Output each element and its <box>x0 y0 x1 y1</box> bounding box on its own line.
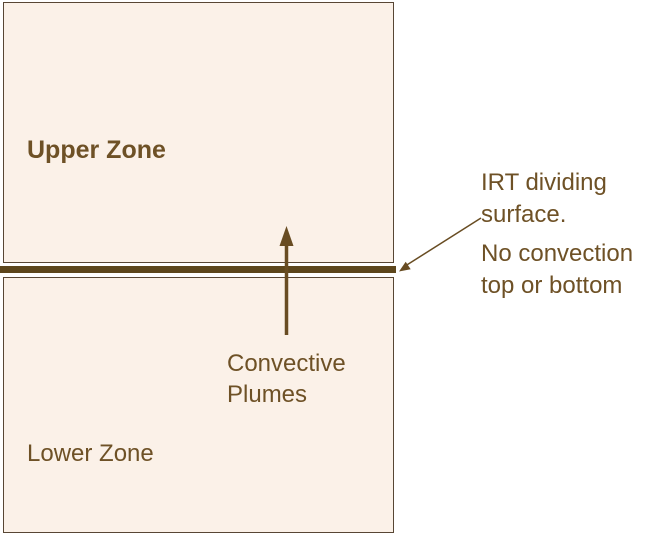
upper-zone-box <box>3 2 394 263</box>
lower-zone-box <box>3 277 394 533</box>
lower-zone-label: Lower Zone <box>27 440 154 467</box>
no-convection-label: No convection top or bottom <box>481 240 634 299</box>
irt-dividing-surface-label: IRT dividing surface. <box>481 169 607 228</box>
upper-zone-label: Upper Zone <box>27 136 166 164</box>
convective-plumes-label: Convective Plumes <box>227 350 346 408</box>
irt-dividing-surface-line <box>0 266 396 273</box>
annotation-arrow-icon <box>399 217 482 272</box>
